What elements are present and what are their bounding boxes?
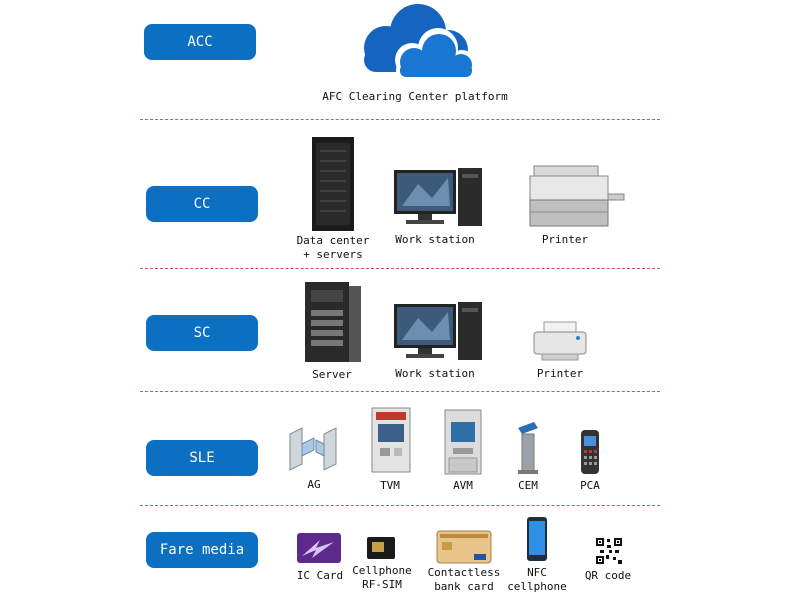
sc-workstation-caption: Work station xyxy=(395,367,475,380)
gate-icon xyxy=(289,427,337,471)
layer-label-acc: ACC xyxy=(144,24,256,60)
avm-caption: AVM xyxy=(453,479,473,492)
ic-card-caption: IC Card xyxy=(296,569,344,582)
card-enquiry-machine-icon xyxy=(518,422,538,474)
rf-sim-caption-2: RF-SIM xyxy=(362,578,402,591)
datacenter-caption-1: Data center xyxy=(296,234,370,247)
bank-card-icon xyxy=(436,530,492,564)
separator-acc-cc xyxy=(140,119,660,120)
layer-label-sle: SLE xyxy=(146,440,258,476)
separator-sle-fare xyxy=(140,505,660,506)
rf-sim-icon xyxy=(367,537,395,559)
portable-card-analyzer-icon xyxy=(581,430,599,474)
cem-caption: CEM xyxy=(518,479,538,492)
nfc-caption-1: NFC xyxy=(527,566,547,579)
bank-card-caption-2: bank card xyxy=(434,580,494,593)
separator-cc-sc xyxy=(140,268,660,269)
data-center-rack-icon xyxy=(312,137,354,231)
cc-workstation-caption: Work station xyxy=(395,233,475,246)
nfc-cellphone-icon xyxy=(527,517,547,561)
ic-card-icon xyxy=(297,533,341,563)
server-icon xyxy=(305,282,361,362)
separator-sc-sle xyxy=(140,391,660,392)
qr-code-caption: QR code xyxy=(584,569,632,582)
desktop-printer-icon xyxy=(533,321,587,361)
workstation-icon xyxy=(394,168,482,226)
rf-sim-caption-1: Cellphone xyxy=(352,564,412,577)
nfc-caption-2: cellphone xyxy=(507,580,567,593)
acc-caption: AFC Clearing Center platform xyxy=(322,90,508,103)
add-value-machine-icon xyxy=(444,409,482,475)
layer-label-fare-media: Fare media xyxy=(146,532,258,568)
layer-label-sc: SC xyxy=(146,315,258,351)
ag-caption: AG xyxy=(307,478,321,491)
qr-code-icon xyxy=(595,537,623,565)
datacenter-caption-2: + servers xyxy=(303,248,363,261)
ticket-vending-machine-icon xyxy=(371,407,411,473)
sc-workstation-icon xyxy=(394,302,482,360)
cloud-icon xyxy=(364,4,476,78)
sc-printer-caption: Printer xyxy=(536,367,584,380)
cc-printer-caption: Printer xyxy=(541,233,589,246)
bank-card-caption-1: Contactless xyxy=(427,566,501,579)
tvm-caption: TVM xyxy=(380,479,400,492)
layer-label-cc: CC xyxy=(146,186,258,222)
pca-caption: PCA xyxy=(580,479,600,492)
copier-printer-icon xyxy=(529,165,625,227)
server-caption: Server xyxy=(312,368,352,381)
